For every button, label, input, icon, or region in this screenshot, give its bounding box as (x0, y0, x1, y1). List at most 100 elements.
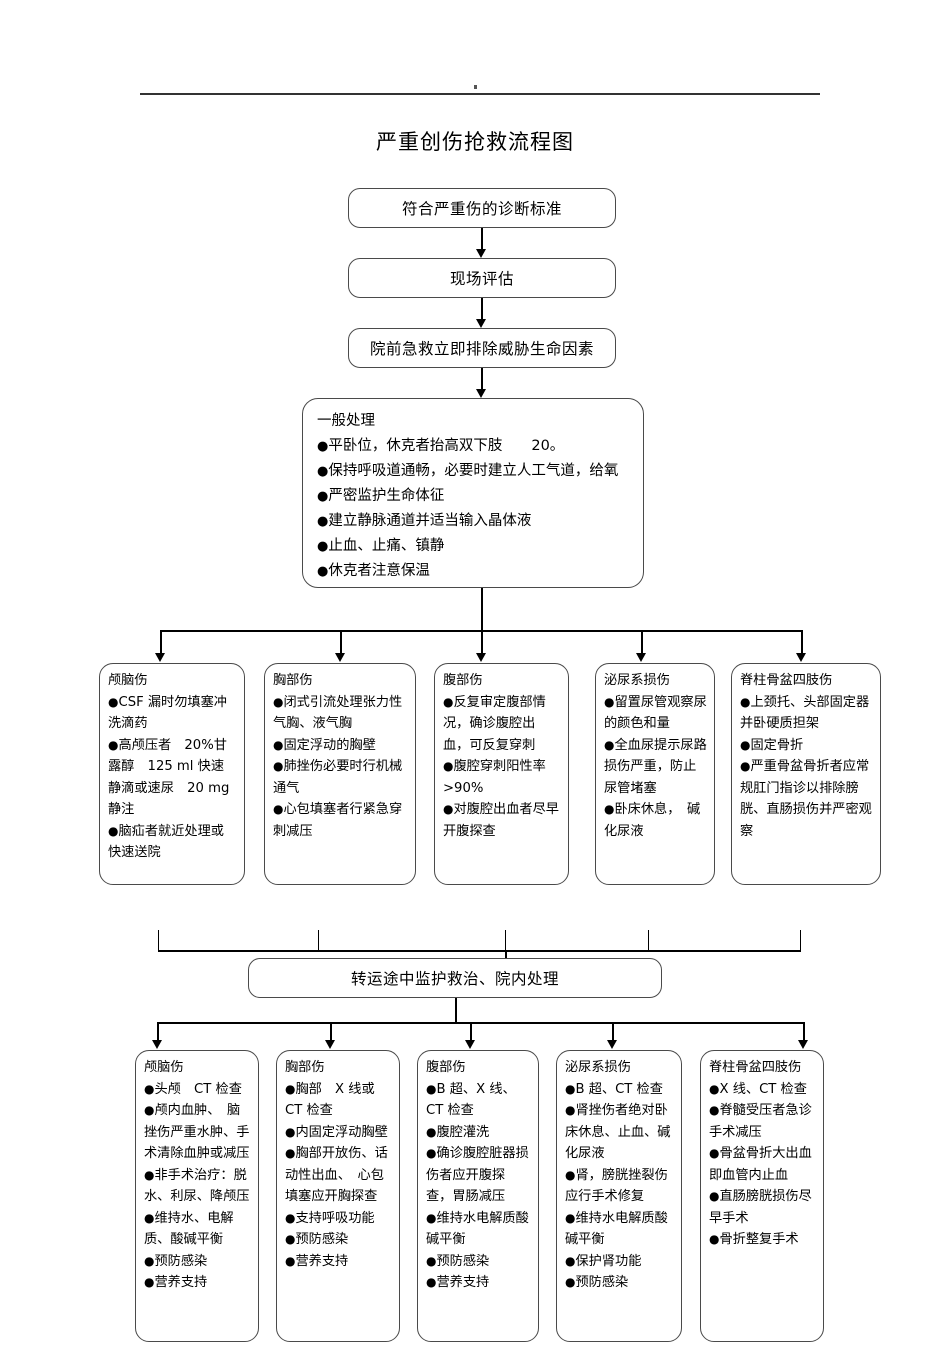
node-inhospital-4[interactable]: 脊柱骨盆四肢伤 X 线、CT 检查 脊髓受压者急诊手术减压 骨盆骨折大出血即血管… (700, 1050, 824, 1342)
node-inhospital-0-header: 颅脑伤 (144, 1060, 184, 1075)
node-step3[interactable]: 院前急救立即排除威胁生命因素 (348, 328, 616, 368)
node-general-item-3: 建立静脉通道并适当输入晶体液 (317, 509, 631, 534)
node-inhospital-1-item-1: 内固定浮动胸壁 (285, 1122, 392, 1144)
node-inhospital-4-item-4: 骨折整复手术 (709, 1229, 816, 1251)
node-prehospital-3[interactable]: 泌尿系损伤 留置尿管观察尿的颜色和量 全血尿提示尿路损伤严重，防止尿管堵塞 卧床… (595, 663, 715, 885)
node-prehospital-1-item-2: 肺挫伤必要时行机械通气 (273, 756, 408, 799)
bus-branch-inhospital-4 (803, 1022, 805, 1044)
node-inhospital-1-item-5: 营养支持 (285, 1251, 392, 1273)
node-prehospital-3-header: 泌尿系损伤 (604, 673, 670, 688)
node-prehospital-3-item-1: 全血尿提示尿路损伤严重，防止尿管堵塞 (604, 735, 707, 800)
arrowhead-step3-general (476, 389, 486, 398)
node-prehospital-2-item-0: 反复审定腹部情况，确诊腹腔出血，可反复穿刺 (443, 692, 561, 757)
node-inhospital-1-item-3: 支持呼吸功能 (285, 1208, 392, 1230)
arrowhead-inhospital-3 (607, 1040, 617, 1049)
arrowhead-inhospital-4 (798, 1040, 808, 1049)
bus-horizontal-transit (158, 950, 801, 952)
node-general-item-0: 平卧位，休克者抬高双下肢 20。 (317, 434, 631, 459)
node-inhospital-4-item-1: 脊髓受压者急诊手术减压 (709, 1100, 816, 1143)
node-general-item-5: 休克者注意保温 (317, 559, 631, 584)
node-inhospital-3[interactable]: 泌尿系损伤 B 超、CT 检查 肾挫伤者绝对卧床休息、止血、碱化尿液 肾，膀胱挫… (556, 1050, 682, 1342)
node-prehospital-2[interactable]: 腹部伤 反复审定腹部情况，确诊腹腔出血，可反复穿刺 腹腔穿刺阳性率>90% 对腹… (434, 663, 569, 885)
node-transit[interactable]: 转运途中监护救治、院内处理 (248, 958, 662, 998)
node-inhospital-3-item-4: 保护肾功能 (565, 1251, 674, 1273)
node-prehospital-4-item-2: 严重骨盆骨折者应常规肛门指诊以排除膀胱、直肠损伤并严密观察 (740, 756, 873, 842)
connector-step3-general (481, 368, 483, 390)
node-prehospital-0-item-1: 高颅压者 20%甘露醇 125 ml 快速静滴或速尿 20 mg 静注 (108, 735, 237, 821)
header-tick-mark (474, 85, 477, 89)
node-inhospital-4-item-2: 骨盆骨折大出血即血管内止血 (709, 1143, 816, 1186)
node-inhospital-3-item-0: B 超、CT 检查 (565, 1079, 674, 1101)
node-general-handling[interactable]: 一般处理 平卧位，休克者抬高双下肢 20。 保持呼吸道通畅，必要时建立人工气道，… (302, 398, 644, 588)
node-inhospital-3-item-2: 肾，膀胱挫裂伤应行手术修复 (565, 1165, 674, 1208)
node-inhospital-3-item-3: 维持水电解质酸碱平衡 (565, 1208, 674, 1251)
bus-drop-general (481, 588, 483, 630)
node-prehospital-4[interactable]: 脊柱骨盆四肢伤 上颈托、头部固定器并卧硬质担架 固定骨折 严重骨盆骨折者应常规肛… (731, 663, 881, 885)
node-prehospital-0-header: 颅脑伤 (108, 673, 148, 688)
node-inhospital-2-item-5: 营养支持 (426, 1272, 531, 1294)
bus-branch-prehospital-1 (340, 630, 342, 657)
node-prehospital-1-item-3: 心包填塞者行紧急穿刺减压 (273, 799, 408, 842)
bus-branch-prehospital-3 (641, 630, 643, 657)
arrowhead-prehospital-1 (335, 653, 345, 662)
node-inhospital-4-item-0: X 线、CT 检查 (709, 1079, 816, 1101)
arrowhead-inhospital-0 (152, 1040, 162, 1049)
node-transit-label: 转运途中监护救治、院内处理 (350, 970, 559, 988)
arrowhead-prehospital-3 (636, 653, 646, 662)
node-inhospital-0-item-1: 颅内血肿、 脑挫伤严重水肿、手术清除血肿或减压 (144, 1100, 251, 1165)
node-inhospital-0-item-4: 预防感染 (144, 1251, 251, 1273)
bus-stub-prehospital-3 (648, 930, 649, 950)
bus-branch-prehospital-2 (481, 630, 483, 657)
arrowhead-inhospital-1 (325, 1040, 335, 1049)
node-inhospital-0-item-2: 非手术治疗：脱水、利尿、降颅压 (144, 1165, 251, 1208)
node-general-item-1: 保持呼吸道通畅，必要时建立人工气道，给氧 (317, 459, 631, 484)
bus-horizontal-inhospital (157, 1022, 803, 1024)
node-prehospital-1-header: 胸部伤 (273, 673, 313, 688)
bus-branch-inhospital-0 (157, 1022, 159, 1044)
node-inhospital-4-header: 脊柱骨盆四肢伤 (709, 1060, 802, 1075)
connector-step2-step3 (481, 298, 483, 320)
node-prehospital-0-item-0: CSF 漏时勿填塞冲洗滴药 (108, 692, 237, 735)
header-rule (140, 93, 820, 95)
node-prehospital-1-item-0: 闭式引流处理张力性气胸、液气胸 (273, 692, 408, 735)
node-prehospital-1[interactable]: 胸部伤 闭式引流处理张力性气胸、液气胸 固定浮动的胸壁 肺挫伤必要时行机械通气 … (264, 663, 416, 885)
arrowhead-prehospital-2 (476, 653, 486, 662)
node-inhospital-2-item-2: 确诊腹腔脏器损伤者应开腹探查，胃肠减压 (426, 1143, 531, 1208)
arrowhead-prehospital-4 (796, 653, 806, 662)
connector-step1-step2 (481, 228, 483, 250)
bus-drop-inhospital (455, 998, 457, 1022)
node-inhospital-3-item-1: 肾挫伤者绝对卧床休息、止血、碱化尿液 (565, 1100, 674, 1165)
node-inhospital-3-item-5: 预防感染 (565, 1272, 674, 1294)
bus-stub-prehospital-2 (505, 930, 506, 950)
node-inhospital-1-header: 胸部伤 (285, 1060, 325, 1075)
node-inhospital-2-item-1: 腹腔灌洗 (426, 1122, 531, 1144)
arrowhead-step2-step3 (476, 319, 486, 328)
node-prehospital-4-item-1: 固定骨折 (740, 735, 873, 757)
node-prehospital-3-item-0: 留置尿管观察尿的颜色和量 (604, 692, 707, 735)
node-prehospital-0[interactable]: 颅脑伤 CSF 漏时勿填塞冲洗滴药 高颅压者 20%甘露醇 125 ml 快速静… (99, 663, 245, 885)
node-inhospital-0-item-3: 维持水、电解质、酸碱平衡 (144, 1208, 251, 1251)
node-prehospital-2-header: 腹部伤 (443, 673, 483, 688)
node-inhospital-0-item-0: 头颅 CT 检查 (144, 1079, 251, 1101)
arrowhead-step1-step2 (476, 249, 486, 258)
node-inhospital-4-item-3: 直肠膀胱损伤尽早手术 (709, 1186, 816, 1229)
page-title: 严重创伤抢救流程图 (376, 130, 574, 154)
bus-branch-prehospital-4 (801, 630, 803, 657)
node-inhospital-2[interactable]: 腹部伤 B 超、X 线、CT 检查 腹腔灌洗 确诊腹腔脏器损伤者应开腹探查，胃肠… (417, 1050, 539, 1342)
node-prehospital-2-item-1: 腹腔穿刺阳性率>90% (443, 756, 561, 799)
node-inhospital-0-item-5: 营养支持 (144, 1272, 251, 1294)
bus-branch-inhospital-1 (330, 1022, 332, 1044)
node-general-header: 一般处理 (317, 413, 375, 429)
node-inhospital-2-item-4: 预防感染 (426, 1251, 531, 1273)
node-step2-label: 现场评估 (449, 270, 514, 288)
node-prehospital-4-header: 脊柱骨盆四肢伤 (740, 673, 833, 688)
node-step1[interactable]: 符合严重伤的诊断标准 (348, 188, 616, 228)
node-step3-label: 院前急救立即排除威胁生命因素 (369, 340, 594, 358)
node-inhospital-2-item-0: B 超、X 线、CT 检查 (426, 1079, 531, 1122)
node-inhospital-1[interactable]: 胸部伤 胸部 X 线或 CT 检查 内固定浮动胸壁 胸部开放伤、话动性出血、 心… (276, 1050, 400, 1342)
bus-branch-inhospital-2 (470, 1022, 472, 1044)
node-step2[interactable]: 现场评估 (348, 258, 616, 298)
node-general-item-2: 严密监护生命体征 (317, 484, 631, 509)
arrowhead-prehospital-0 (155, 653, 165, 662)
node-inhospital-0[interactable]: 颅脑伤 头颅 CT 检查 颅内血肿、 脑挫伤严重水肿、手术清除血肿或减压 非手术… (135, 1050, 259, 1342)
